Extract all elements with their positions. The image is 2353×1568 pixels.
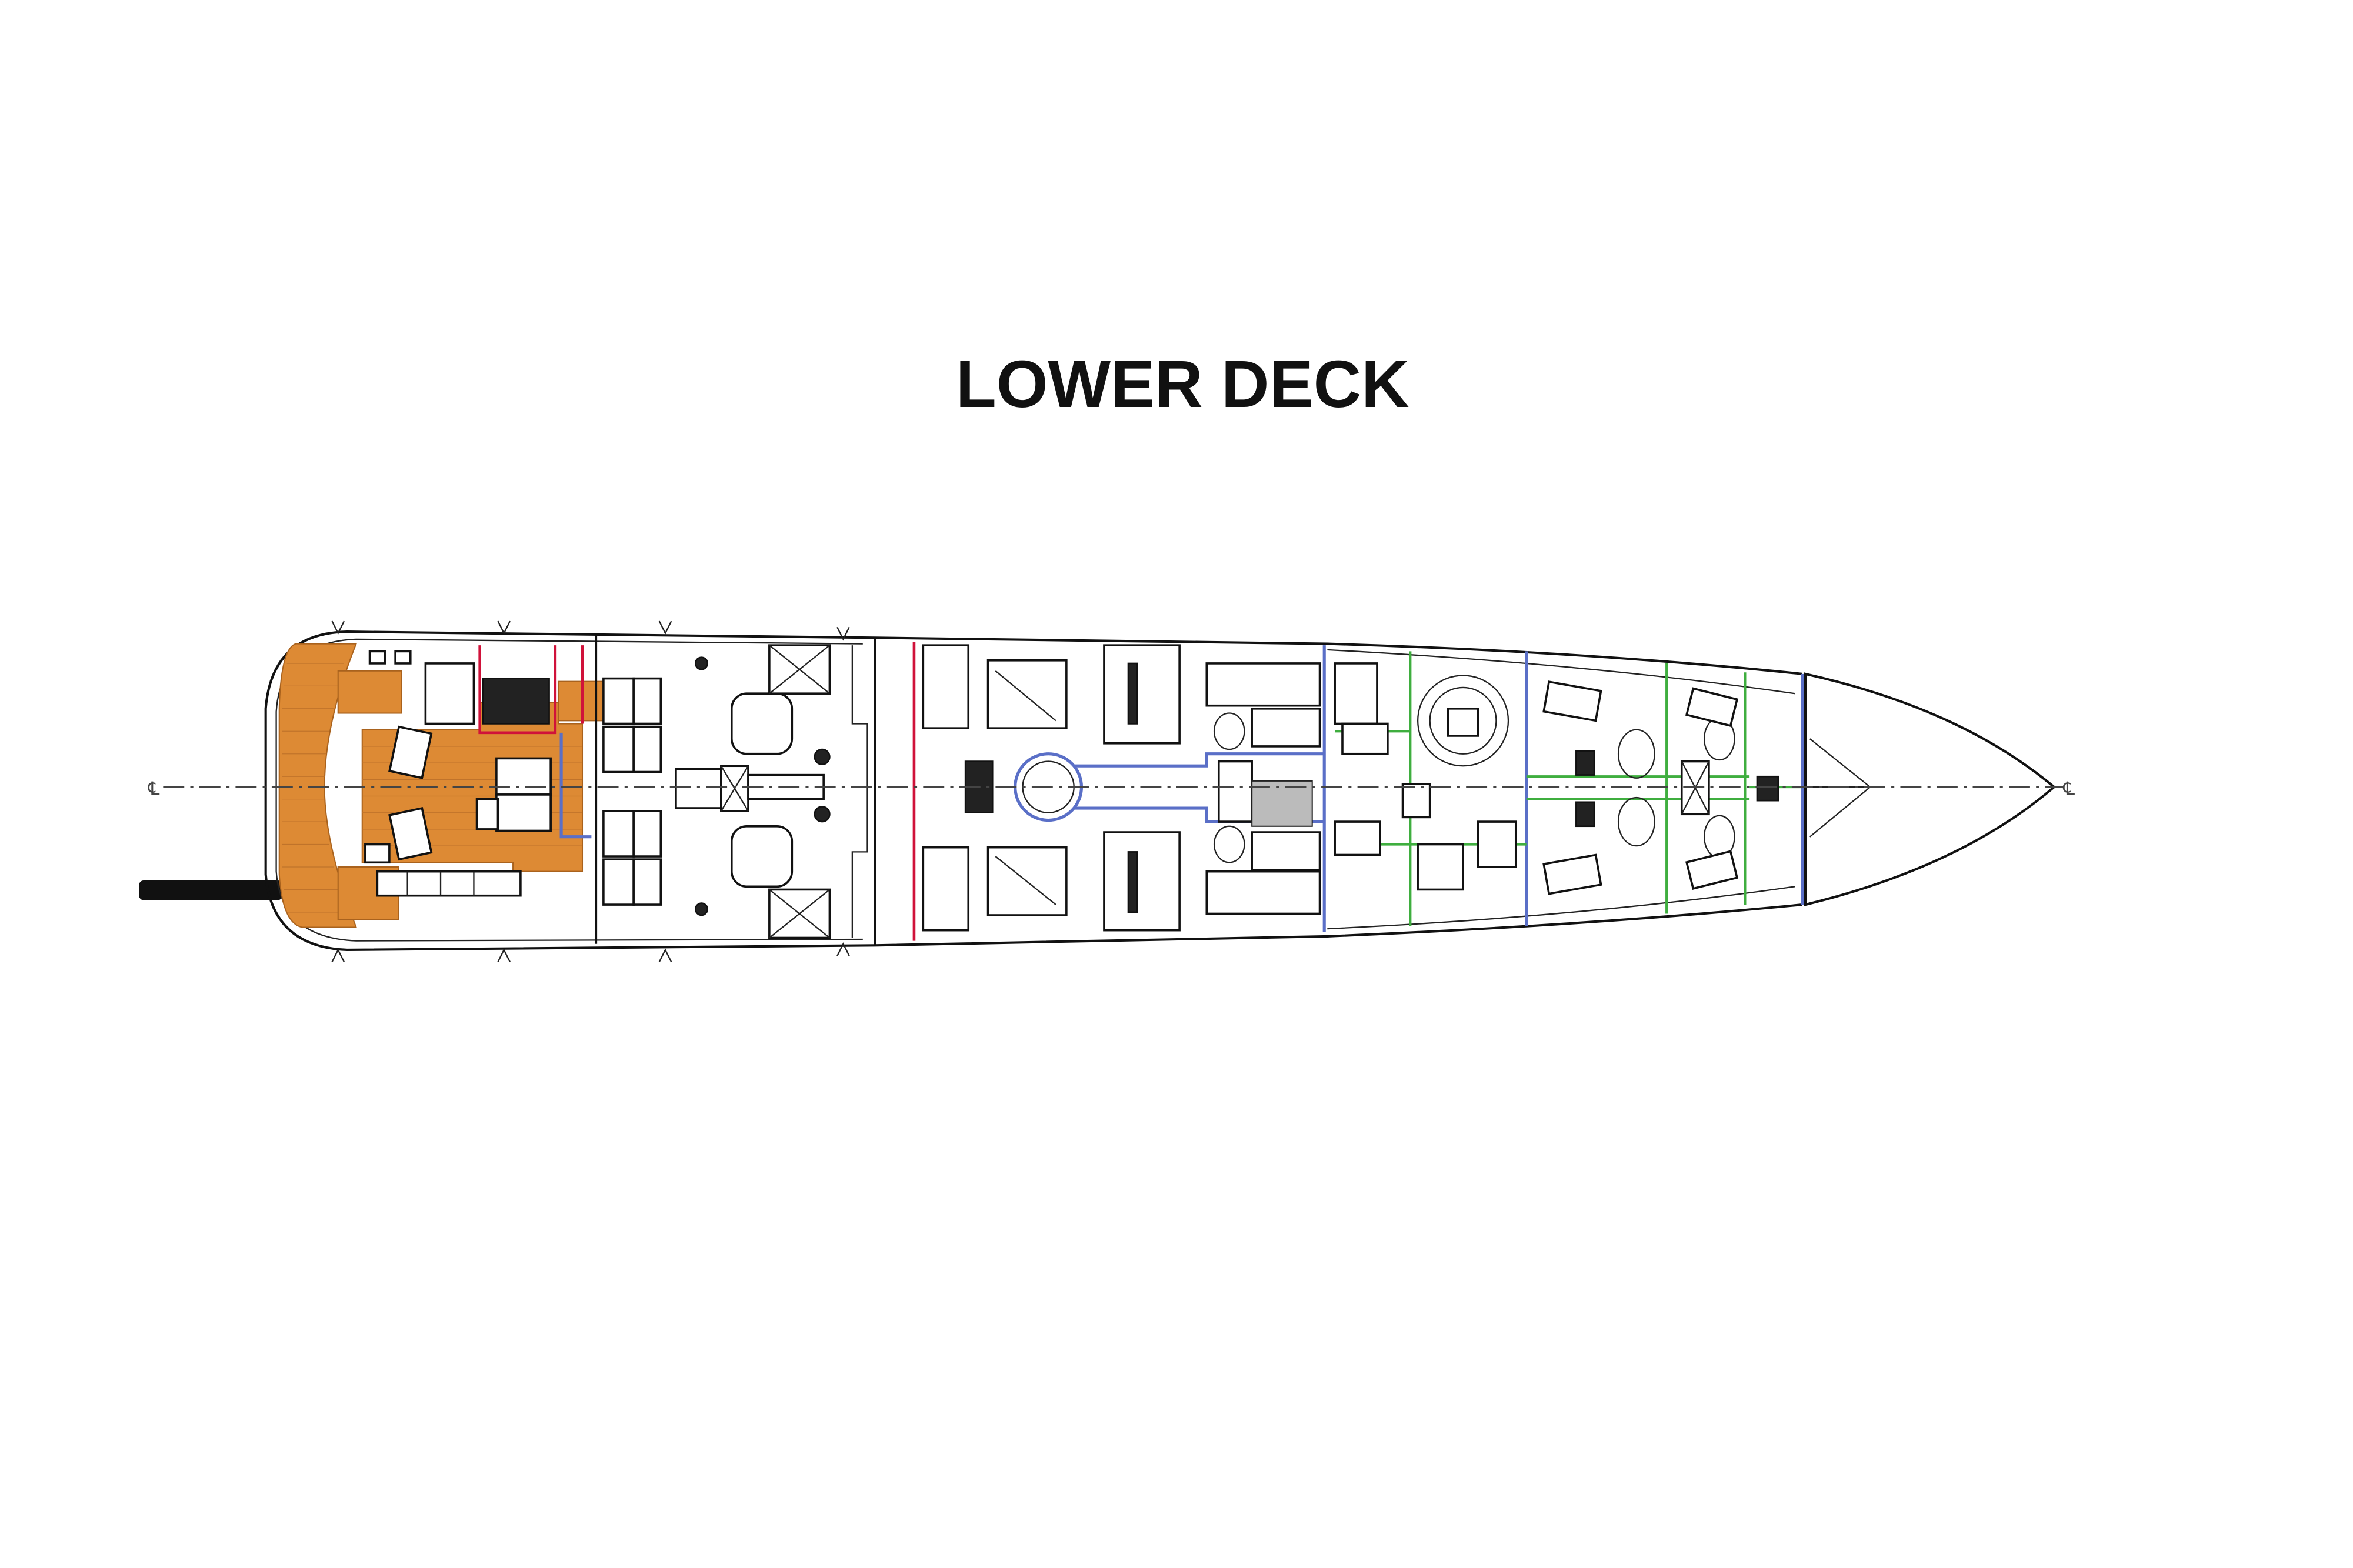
deck-title: LOWER DECK [956, 347, 1409, 421]
guest-cabins [922, 644, 1321, 932]
yacht-plan: ℄ ℄ [139, 620, 2075, 963]
bow-outline [1804, 672, 2057, 906]
stern-hull-outline [264, 630, 875, 952]
crew-area [1334, 662, 1779, 895]
tender-garage [595, 633, 876, 946]
main-hull-outline [875, 636, 1803, 947]
passerelle-gangway [139, 880, 282, 900]
centerline-symbol-aft: ℄ [148, 778, 160, 799]
centerline-symbol-fwd: ℄ [2062, 778, 2075, 799]
